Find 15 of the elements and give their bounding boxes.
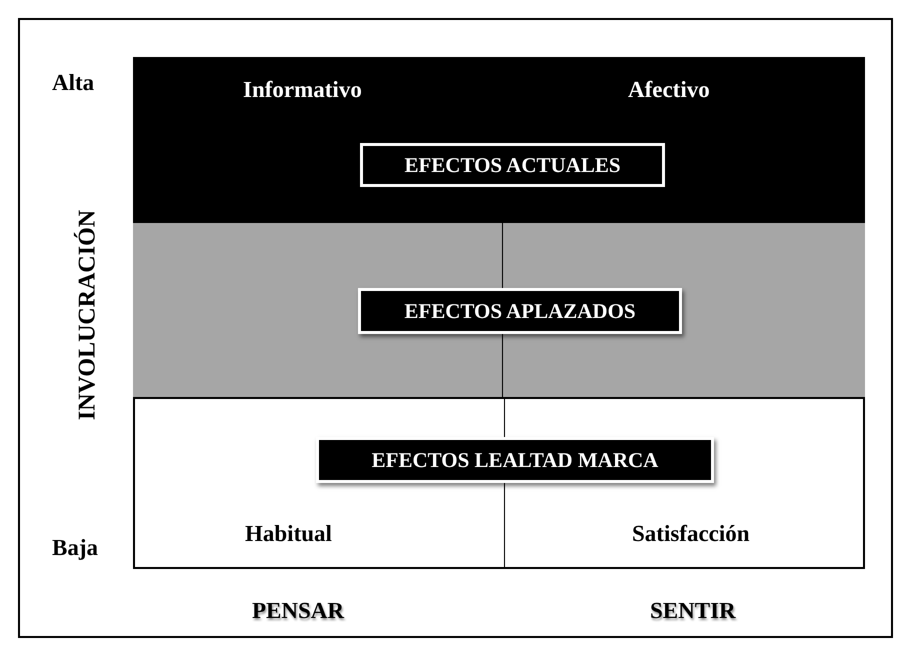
- top-band: [133, 57, 865, 223]
- axis-label: Alta: [52, 70, 94, 96]
- middle-band: [133, 223, 865, 397]
- quadrant-label: Informativo: [243, 77, 362, 103]
- axis-category: SENTIR: [650, 598, 736, 624]
- label-box: EFECTOS APLAZADOS: [358, 288, 682, 334]
- label-box: EFECTOS LEALTAD MARCA: [316, 437, 714, 483]
- quadrant-label: Satisfacción: [632, 521, 750, 547]
- axis-category: PENSAR: [252, 598, 344, 624]
- axis-title: INVOLUCRACIÓN: [74, 210, 102, 420]
- bottom-band: [133, 397, 865, 569]
- quadrant-label: Habitual: [245, 521, 332, 547]
- axis-label: Baja: [52, 535, 98, 561]
- label-box: EFECTOS ACTUALES: [360, 143, 665, 187]
- quadrant-label: Afectivo: [628, 77, 710, 103]
